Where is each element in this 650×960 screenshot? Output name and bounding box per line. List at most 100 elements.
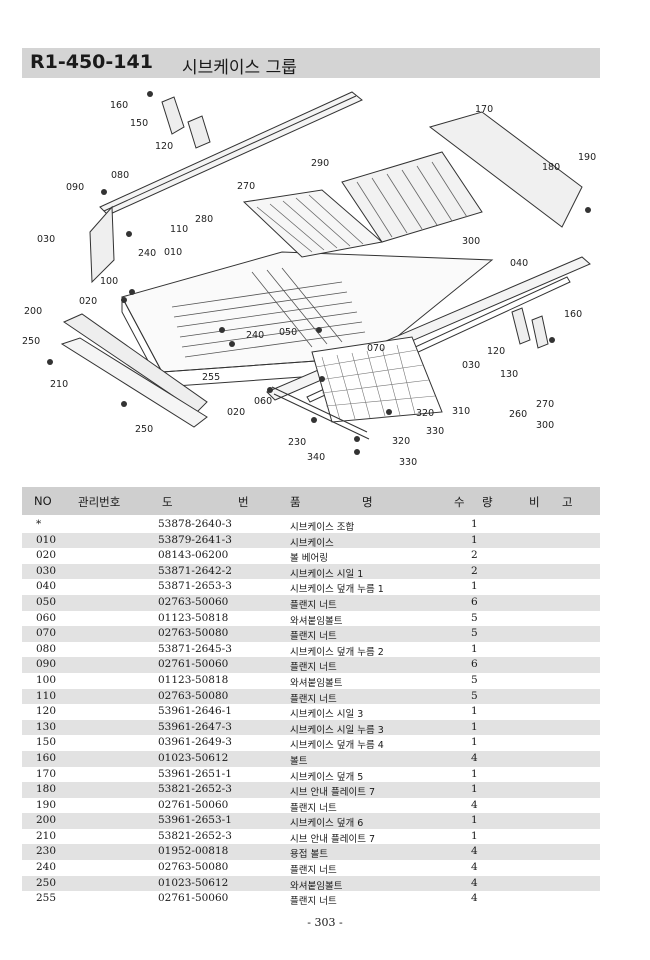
part-name: 시브 안내 플레이트 7 xyxy=(290,833,376,845)
svg-text:240: 240 xyxy=(138,248,156,259)
drawing-no: 53961-2646-1 xyxy=(158,705,232,718)
quantity: 5 xyxy=(471,673,478,686)
svg-text:030: 030 xyxy=(37,234,55,245)
quantity: 6 xyxy=(471,658,478,671)
part-no: 060 xyxy=(36,611,57,624)
drawing-no: 53879-2641-3 xyxy=(158,533,232,546)
svg-text:255: 255 xyxy=(202,372,220,383)
quantity: 4 xyxy=(471,798,478,811)
drawing-no: 53871-2645-3 xyxy=(158,642,232,655)
part-no: 210 xyxy=(36,829,57,842)
quantity: 5 xyxy=(471,611,478,624)
col-no: NO xyxy=(34,494,52,508)
quantity: 1 xyxy=(471,580,478,593)
svg-text:150: 150 xyxy=(130,118,148,129)
part-no: 070 xyxy=(36,627,57,640)
part-name: 시브케이스 덮개 5 xyxy=(290,771,364,783)
page-number: - 303 - xyxy=(307,916,343,929)
quantity: 1 xyxy=(471,767,478,780)
drawing-no: 02763-50080 xyxy=(158,861,229,874)
part-no: 230 xyxy=(36,845,57,858)
svg-text:120: 120 xyxy=(487,346,505,357)
svg-text:240: 240 xyxy=(246,330,264,341)
quantity: 1 xyxy=(471,518,478,530)
quantity: 1 xyxy=(471,705,478,718)
part-name: 와셔붙임볼트 xyxy=(290,880,343,892)
svg-text:050: 050 xyxy=(279,327,297,338)
svg-text:300: 300 xyxy=(462,236,480,247)
part-no: 030 xyxy=(36,564,57,577)
part-name: 플랜지 너트 xyxy=(290,896,337,908)
svg-text:100: 100 xyxy=(100,276,118,287)
svg-text:320: 320 xyxy=(416,408,434,419)
quantity: 4 xyxy=(471,845,478,858)
part-name: 플랜지 너트 xyxy=(290,631,337,643)
part-name: 와셔붙임볼트 xyxy=(290,615,343,627)
part-no: 040 xyxy=(36,580,57,593)
drawing-no: 02761-50060 xyxy=(158,892,229,905)
col-qty-2: 량 xyxy=(482,495,493,509)
svg-text:320: 320 xyxy=(392,436,410,447)
drawing-no: 53871-2642-2 xyxy=(158,564,232,577)
svg-text:300: 300 xyxy=(536,420,554,431)
drawing-no: 01123-50818 xyxy=(158,611,229,624)
drawing-no: 02763-50060 xyxy=(158,595,229,608)
part-no: 110 xyxy=(36,689,57,702)
svg-text:270: 270 xyxy=(536,399,554,410)
svg-text:250: 250 xyxy=(135,424,153,435)
col-name-1: 품 xyxy=(290,495,301,509)
svg-text:040: 040 xyxy=(510,258,528,269)
svg-text:110: 110 xyxy=(170,224,188,235)
drawing-no: 01023-50612 xyxy=(158,751,229,764)
svg-text:020: 020 xyxy=(79,296,97,307)
part-no: 120 xyxy=(36,705,57,718)
svg-text:290: 290 xyxy=(311,158,329,169)
drawing-no: 08143-06200 xyxy=(158,549,229,562)
svg-text:020: 020 xyxy=(227,407,245,418)
svg-text:160: 160 xyxy=(564,309,582,320)
svg-text:330: 330 xyxy=(426,426,444,437)
part-no: 130 xyxy=(36,720,57,733)
col-dwg-2: 번 xyxy=(238,495,249,509)
quantity: 1 xyxy=(471,814,478,827)
part-no: 180 xyxy=(36,783,57,796)
quantity: 4 xyxy=(471,751,478,764)
svg-text:130: 130 xyxy=(500,369,518,380)
part-name: 플랜지 너트 xyxy=(290,662,337,674)
part-name: 플랜지 너트 xyxy=(290,802,337,814)
svg-text:280: 280 xyxy=(195,214,213,225)
col-name-2: 명 xyxy=(362,495,373,509)
drawing-no: 53961-2651-1 xyxy=(158,767,232,780)
quantity: 1 xyxy=(471,829,478,842)
quantity: 6 xyxy=(471,595,478,608)
svg-text:250: 250 xyxy=(22,336,40,347)
part-name: 시브케이스 덮개 누름 4 xyxy=(290,740,384,752)
svg-text:180: 180 xyxy=(542,162,560,173)
part-no: 190 xyxy=(36,798,57,811)
svg-text:330: 330 xyxy=(399,457,417,468)
group-title: 시브케이스 그룹 xyxy=(182,58,297,78)
part-name: 시브케이스 시일 1 xyxy=(290,568,364,580)
part-no: 160 xyxy=(36,751,57,764)
drawing-no: 53871-2653-3 xyxy=(158,580,232,593)
part-name: 시브케이스 덮개 6 xyxy=(290,818,364,830)
col-qty-1: 수 xyxy=(454,495,465,509)
part-name: 플랜지 너트 xyxy=(290,865,337,877)
drawing-no: 53961-2647-3 xyxy=(158,720,232,733)
part-name: 와셔붙임볼트 xyxy=(290,677,343,689)
